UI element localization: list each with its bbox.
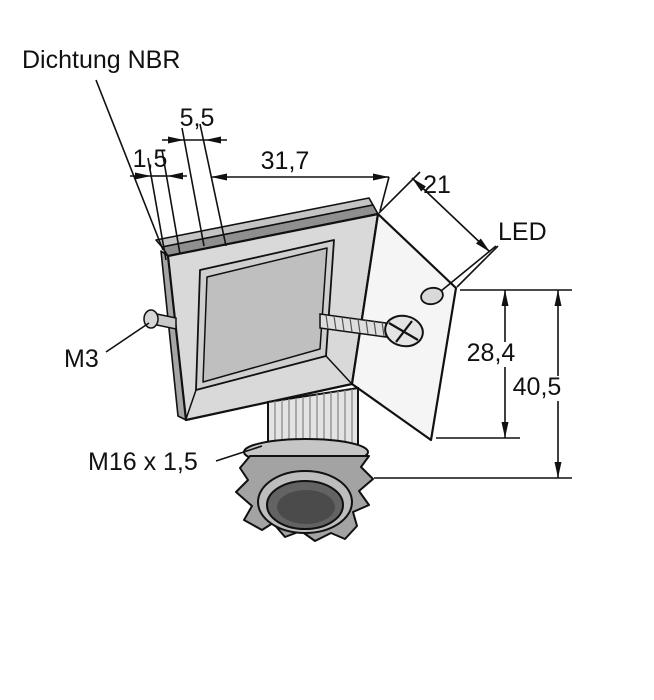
recess-chamfer-right xyxy=(325,355,352,384)
label-dim-40-5: 40,5 xyxy=(513,373,562,401)
ext-seal-1 xyxy=(147,157,167,261)
label-m3: M3 xyxy=(64,345,99,373)
mask-28-4 xyxy=(462,342,520,367)
center-screw xyxy=(319,313,424,348)
led-indicator xyxy=(420,286,444,306)
ext-cover-1 xyxy=(181,127,205,247)
label-seal: Dichtung NBR xyxy=(22,46,180,74)
dim-21 xyxy=(378,171,499,288)
leader-seal xyxy=(95,79,164,251)
m3-screw-pin xyxy=(143,309,177,330)
recess-inner xyxy=(202,247,328,383)
label-dim-28-4: 28,4 xyxy=(467,339,516,367)
label-led: LED xyxy=(498,218,547,246)
ext-seal-2 xyxy=(161,149,181,255)
screw-thread-hatching xyxy=(325,314,385,337)
ext-cover-2 xyxy=(199,123,227,247)
leader-led xyxy=(440,245,497,292)
screw-shaft xyxy=(319,313,387,338)
gland-nut xyxy=(235,438,374,542)
cable-opening-deep xyxy=(277,490,335,524)
label-m16: M16 x 1,5 xyxy=(88,448,198,476)
recess-chamfer-left xyxy=(185,389,197,420)
label-dim-1-5: 1,5 xyxy=(133,145,168,173)
dim-31-7 xyxy=(211,173,390,212)
leader-m3 xyxy=(105,322,150,353)
label-dim-31-7: 31,7 xyxy=(261,147,310,175)
label-dim-5-5: 5,5 xyxy=(180,104,215,132)
screw-slot-2 xyxy=(395,320,413,343)
label-dim-21: 21 xyxy=(423,171,451,199)
mask-40-5 xyxy=(508,376,568,401)
leader-m16 xyxy=(215,445,263,462)
